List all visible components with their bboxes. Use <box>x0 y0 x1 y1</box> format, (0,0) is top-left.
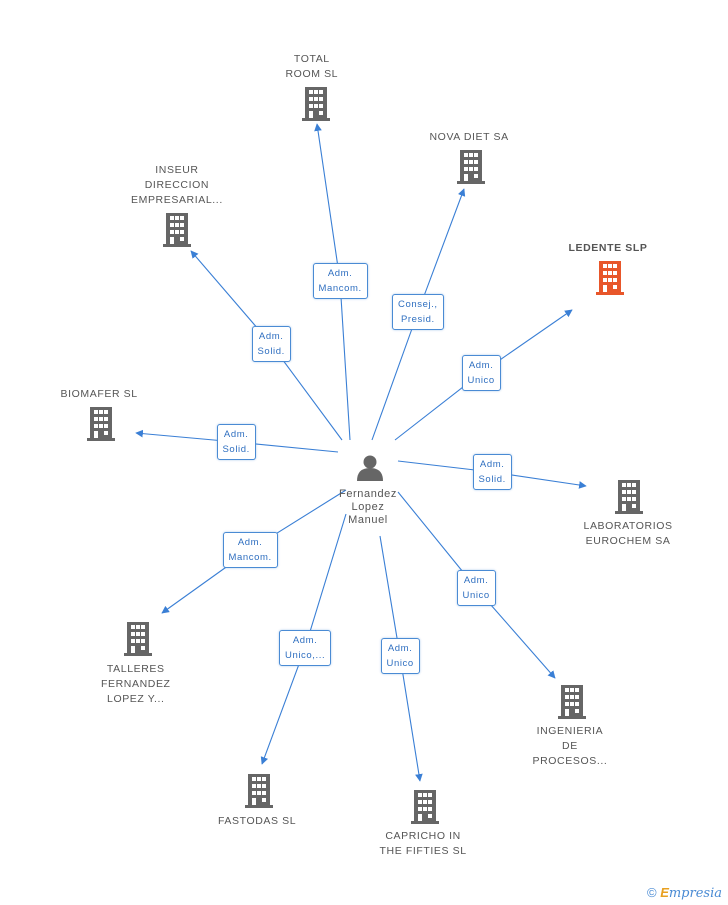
building-icon[interactable] <box>163 213 191 247</box>
company-label-biomafer[interactable]: BIOMAFER SL <box>60 388 138 400</box>
brand-logo: © Empresia <box>647 885 722 901</box>
relation-label-ingenieria[interactable]: Adm. Unico <box>456 570 496 606</box>
company-label-ingenieria[interactable]: INGENIERIA DE PROCESOS... <box>532 725 608 767</box>
company-label-talleres[interactable]: TALLERES FERNANDEZ LOPEZ Y... <box>101 663 171 705</box>
company-label-inseur[interactable]: INSEUR DIRECCION EMPRESARIAL... <box>131 164 223 206</box>
relation-label-eurochem[interactable]: Adm. Solid. <box>472 454 512 490</box>
company-label-capricho[interactable]: CAPRICHO IN THE FIFTIES SL <box>379 830 467 857</box>
company-label-fastodas[interactable]: FASTODAS SL <box>218 815 297 827</box>
relation-label-nova-diet[interactable]: Consej., Presid. <box>392 294 444 330</box>
relation-label-biomafer[interactable]: Adm. Solid. <box>216 424 256 460</box>
company-label-eurochem[interactable]: LABORATORIOS EUROCHEM SA <box>583 520 673 547</box>
person-icon[interactable] <box>357 455 383 482</box>
relation-label-inseur[interactable]: Adm. Solid. <box>251 326 291 362</box>
building-icon[interactable] <box>411 790 439 824</box>
building-icon[interactable] <box>124 622 152 656</box>
relation-label-ledente[interactable]: Adm. Unico <box>461 355 501 391</box>
brand-initial: E <box>660 885 669 900</box>
copyright-symbol: © <box>646 885 657 900</box>
relation-label-fastodas[interactable]: Adm. Unico,... <box>279 630 332 666</box>
relation-label-talleres[interactable]: Adm. Mancom. <box>222 532 278 568</box>
relation-label-total-room[interactable]: Adm. Mancom. <box>312 263 368 299</box>
building-icon[interactable] <box>457 150 485 184</box>
building-icon[interactable] <box>558 685 586 719</box>
building-icon[interactable] <box>302 87 330 121</box>
person-name-label[interactable]: Fernandez Lopez Manuel <box>339 488 397 526</box>
building-icon[interactable] <box>615 480 643 514</box>
building-icon[interactable] <box>245 774 273 808</box>
company-label-total-room[interactable]: TOTAL ROOM SL <box>285 53 339 80</box>
building-icon[interactable] <box>87 407 115 441</box>
brand-name: mpresia <box>668 886 722 901</box>
company-label-ledente[interactable]: LEDENTE SLP <box>568 242 648 254</box>
building-icon[interactable] <box>596 261 624 295</box>
relation-label-capricho[interactable]: Adm. Unico <box>380 638 420 674</box>
company-label-nova-diet[interactable]: NOVA DIET SA <box>429 131 509 143</box>
